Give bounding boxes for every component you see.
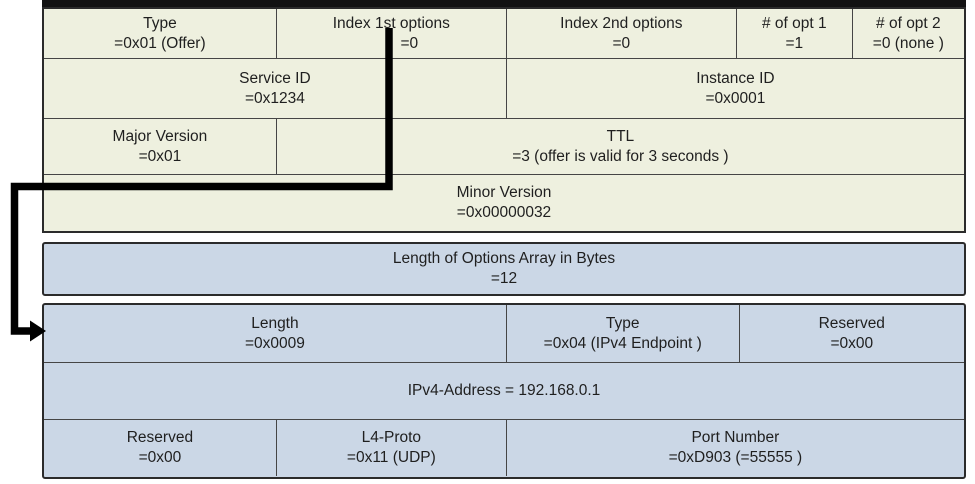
- field-type-value: =0x01 (Offer): [114, 34, 206, 52]
- field-major-version-label: Major Version: [112, 127, 208, 145]
- field-port-number-label: Port Number: [691, 429, 780, 446]
- options-length-row: Length of Options Array in Bytes =12: [44, 244, 964, 293]
- option-row-3: Reserved =0x00 L4-Proto =0x11 (UDP) Port…: [44, 419, 964, 476]
- field-service-id-value: =0x1234: [244, 89, 305, 107]
- field-option-type-value: =0x04 (IPv4 Endpoint ): [543, 334, 702, 352]
- field-major-version: Major Version =0x01: [44, 119, 276, 174]
- field-index-1st-options-label: Index 1st options: [332, 14, 450, 32]
- field-option-reserved-2: Reserved =0x00: [44, 420, 276, 476]
- field-index-2nd-options-value: =0: [612, 34, 631, 52]
- field-ttl: TTL =3 (offer is valid for 3 seconds ): [275, 119, 964, 174]
- field-port-number: Port Number =0xD903 (=55555 ): [505, 420, 964, 476]
- field-length-of-options-array-label: Length of Options Array in Bytes: [392, 249, 616, 267]
- field-length-of-options-array-value: =12: [490, 269, 518, 287]
- entry-row-1: Type =0x01 (Offer) Index 1st options =0 …: [44, 9, 964, 58]
- field-index-1st-options: Index 1st options =0: [275, 9, 506, 58]
- field-length-of-options-array: Length of Options Array in Bytes =12: [44, 244, 964, 293]
- field-option-length-label: Length: [251, 314, 299, 332]
- field-ttl-value: =3 (offer is valid for 3 seconds ): [512, 147, 729, 165]
- field-option-reserved-2-label: Reserved: [126, 429, 194, 446]
- field-option-type-label: Type: [605, 314, 640, 332]
- field-instance-id-label: Instance ID: [696, 69, 775, 87]
- field-num-of-opt-1-label: # of opt 1: [761, 14, 827, 32]
- field-type: Type =0x01 (Offer): [44, 9, 276, 58]
- field-num-of-opt-2-value: =0 (none ): [872, 34, 944, 52]
- field-index-1st-options-value: =0: [400, 34, 419, 52]
- field-l4-proto: L4-Proto =0x11 (UDP): [275, 420, 506, 476]
- sd-entry-section: Type =0x01 (Offer) Index 1st options =0 …: [42, 7, 966, 233]
- field-option-length: Length =0x0009: [44, 305, 506, 362]
- entry-row-4: Minor Version =0x00000032: [44, 174, 964, 230]
- option-row-1: Length =0x0009 Type =0x04 (IPv4 Endpoint…: [44, 305, 964, 362]
- field-ipv4-address: IPv4-Address = 192.168.0.1: [44, 363, 964, 419]
- field-service-id-label: Service ID: [239, 69, 311, 87]
- field-service-id: Service ID =0x1234: [44, 59, 506, 118]
- field-instance-id: Instance ID =0x0001: [505, 59, 964, 118]
- entry-row-3: Major Version =0x01 TTL =3 (offer is val…: [44, 118, 964, 174]
- field-num-of-opt-1-value: =1: [785, 34, 804, 52]
- field-option-length-value: =0x0009: [244, 334, 305, 352]
- field-num-of-opt-1: # of opt 1 =1: [735, 9, 852, 58]
- field-num-of-opt-2-label: # of opt 2: [876, 14, 941, 32]
- field-instance-id-value: =0x0001: [705, 89, 766, 107]
- ipv4-endpoint-option-section: Length =0x0009 Type =0x04 (IPv4 Endpoint…: [42, 303, 966, 479]
- options-length-section: Length of Options Array in Bytes =12: [42, 242, 966, 296]
- field-option-reserved-1-value: =0x00: [830, 334, 874, 352]
- field-l4-proto-label: L4-Proto: [361, 429, 422, 446]
- field-type-label: Type: [143, 14, 177, 32]
- entry-row-2: Service ID =0x1234 Instance ID =0x0001: [44, 58, 964, 118]
- field-minor-version-label: Minor Version: [456, 183, 552, 201]
- field-option-reserved-2-value: =0x00: [138, 449, 182, 466]
- field-minor-version-value: =0x00000032: [456, 203, 552, 221]
- field-port-number-value: =0xD903 (=55555 ): [668, 449, 803, 466]
- field-option-reserved-1-label: Reserved: [818, 314, 885, 332]
- field-minor-version: Minor Version =0x00000032: [44, 175, 964, 230]
- field-ipv4-address-label: IPv4-Address = 192.168.0.1: [407, 382, 601, 399]
- field-option-reserved-1: Reserved =0x00: [738, 305, 964, 362]
- option-row-2: IPv4-Address = 192.168.0.1: [44, 362, 964, 419]
- top-crop-bar: [42, 0, 966, 7]
- field-l4-proto-value: =0x11 (UDP): [346, 449, 436, 466]
- field-major-version-value: =0x01: [138, 147, 182, 165]
- field-num-of-opt-2: # of opt 2 =0 (none ): [851, 9, 964, 58]
- field-ttl-label: TTL: [606, 127, 635, 145]
- field-index-2nd-options-label: Index 2nd options: [560, 14, 683, 32]
- field-option-type: Type =0x04 (IPv4 Endpoint ): [505, 305, 739, 362]
- field-index-2nd-options: Index 2nd options =0: [505, 9, 736, 58]
